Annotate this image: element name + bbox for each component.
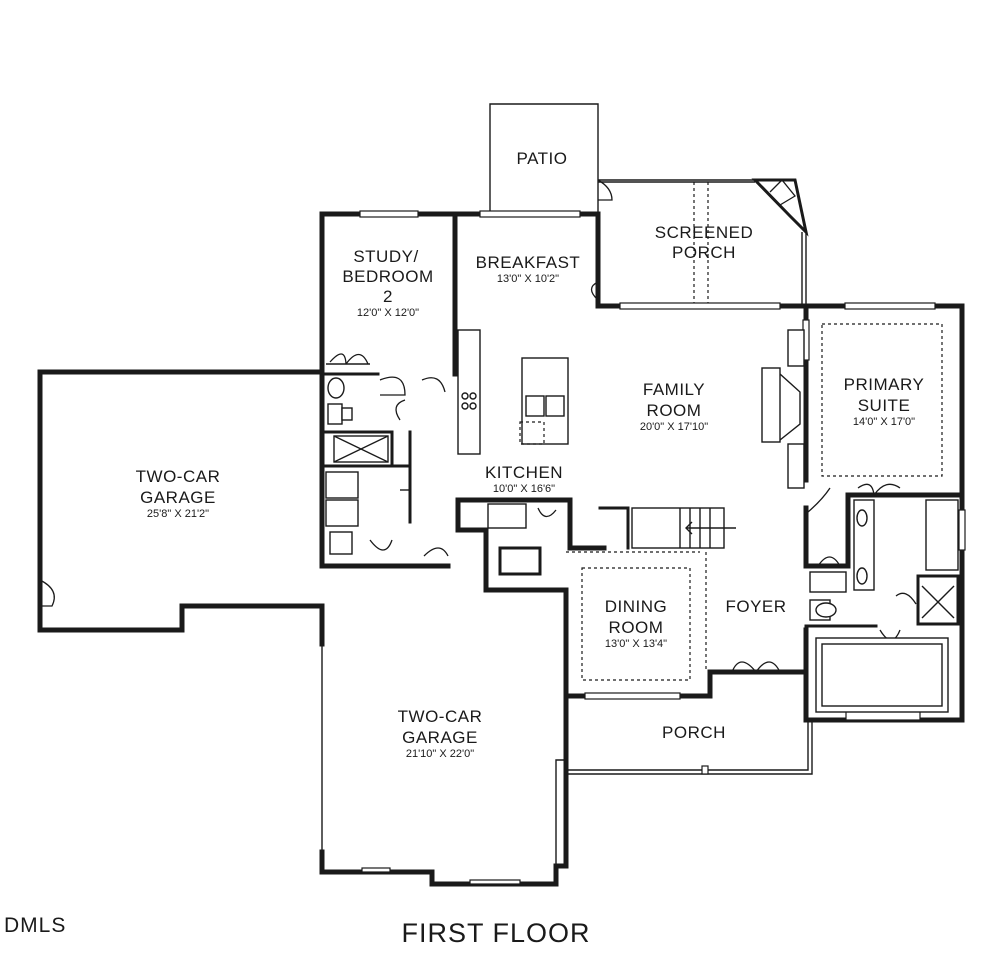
garage-left-walls: [37, 369, 325, 852]
study-label-3: 2: [383, 287, 393, 306]
breakfast-dims: 13'0" X 10'2": [497, 273, 559, 285]
family-room-label-2: ROOM: [647, 401, 702, 420]
dining-label-2: ROOM: [609, 618, 664, 637]
porch-outline: [566, 720, 813, 775]
kitchen-label: KITCHEN: [485, 463, 563, 482]
patio-label: PATIO: [517, 149, 568, 168]
garage-front-dims: 21'10" X 22'0": [406, 748, 474, 760]
dmls-logo: DMLS: [4, 914, 66, 937]
primary-suite-label-2: SUITE: [858, 396, 911, 415]
kitchen-fixtures: [457, 329, 569, 576]
primary-suite-details: [804, 323, 960, 713]
garage-front-walls: [319, 693, 569, 887]
patio-outline: [489, 103, 599, 214]
primary-suite-dims: 14'0" X 17'0": [853, 416, 915, 428]
porch-label: PORCH: [662, 723, 726, 742]
dining-dims: 13'0" X 13'4": [605, 638, 667, 650]
garage-left-dims: 25'8" X 21'2": [147, 508, 209, 520]
family-room-dims: 20'0" X 17'10": [640, 421, 708, 433]
foyer-label: FOYER: [725, 597, 786, 616]
garage-front-label-1: TWO-CAR: [398, 707, 483, 726]
interior-study-bath: [320, 353, 449, 557]
fireplace: [761, 329, 805, 489]
screened-porch-label-1: SCREENED: [655, 223, 753, 242]
floor-caption: FIRST FLOOR: [401, 918, 590, 948]
breakfast-label: BREAKFAST: [476, 253, 581, 272]
study-label-1: STUDY/: [353, 247, 418, 266]
screened-porch-label-2: PORCH: [672, 243, 736, 262]
exterior-walls: [319, 211, 965, 723]
family-room-label-1: FAMILY: [643, 380, 705, 399]
foyer-doors: [731, 661, 781, 673]
room-labels: PATIO SCREENED PORCH STUDY/ BEDROOM 2 12…: [136, 149, 925, 760]
study-dims: 12'0" X 12'0": [357, 307, 419, 319]
stairs: [566, 506, 736, 672]
garage-left-label-1: TWO-CAR: [136, 467, 221, 486]
kitchen-dims: 10'0" X 16'6": [493, 483, 555, 495]
garage-front-label-2: GARAGE: [402, 728, 478, 747]
dining-label-1: DINING: [605, 597, 668, 616]
dining-details: [581, 567, 691, 681]
primary-suite-label-1: PRIMARY: [844, 375, 925, 394]
garage-left-label-2: GARAGE: [140, 488, 216, 507]
study-label-2: BEDROOM: [342, 267, 433, 286]
